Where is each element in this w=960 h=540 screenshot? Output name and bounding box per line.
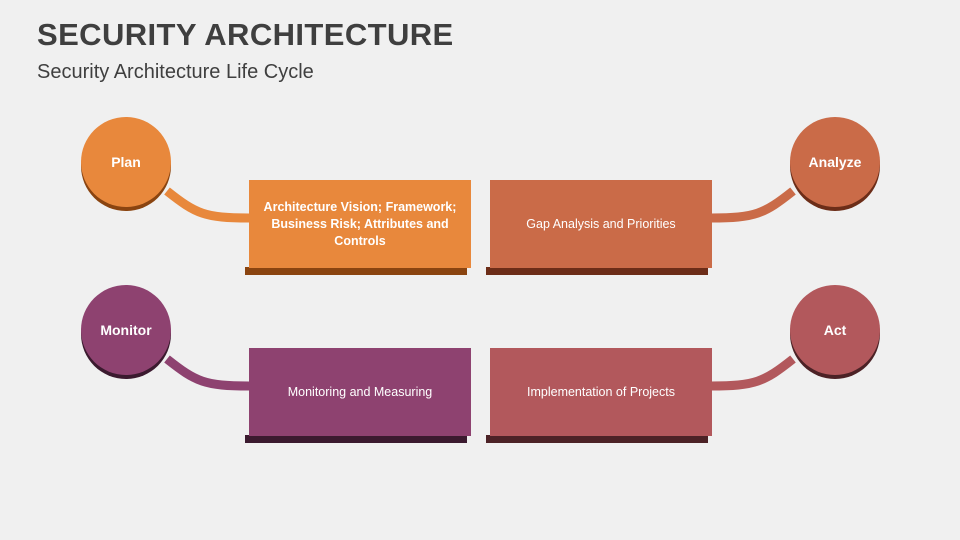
- monitor-circle-label: Monitor: [100, 322, 152, 338]
- connector-analyze: [710, 187, 796, 223]
- node-box-plan[interactable]: Architecture Vision; Framework; Business…: [249, 180, 471, 268]
- connector-act: [710, 355, 796, 391]
- connector-plan: [164, 187, 250, 223]
- act-box-shadow: [486, 435, 708, 443]
- node-circle-plan[interactable]: Plan: [81, 117, 171, 207]
- page-subtitle: Security Architecture Life Cycle: [37, 61, 314, 83]
- node-circle-monitor[interactable]: Monitor: [81, 285, 171, 375]
- page-title: SECURITY ARCHITECTURE: [37, 17, 454, 52]
- act-circle-label: Act: [823, 322, 847, 338]
- analyze-box-label: Gap Analysis and Priorities: [526, 216, 676, 231]
- plan-box-shadow: [245, 267, 467, 275]
- node-box-analyze[interactable]: Gap Analysis and Priorities: [490, 180, 712, 268]
- node-circle-act[interactable]: Act: [790, 285, 880, 375]
- analyze-box-shadow: [486, 267, 708, 275]
- node-box-monitor[interactable]: Monitoring and Measuring: [249, 348, 471, 436]
- connector-monitor: [164, 355, 250, 391]
- plan-circle-label: Plan: [111, 154, 141, 170]
- node-box-act[interactable]: Implementation of Projects: [490, 348, 712, 436]
- monitor-box-label: Monitoring and Measuring: [287, 384, 433, 399]
- node-circle-analyze[interactable]: Analyze: [790, 117, 880, 207]
- monitor-box-shadow: [245, 435, 467, 443]
- act-box-label: Implementation of Projects: [527, 384, 675, 399]
- analyze-circle-label: Analyze: [808, 154, 862, 170]
- plan-box-label: Architecture Vision; Framework; Business…: [263, 199, 457, 248]
